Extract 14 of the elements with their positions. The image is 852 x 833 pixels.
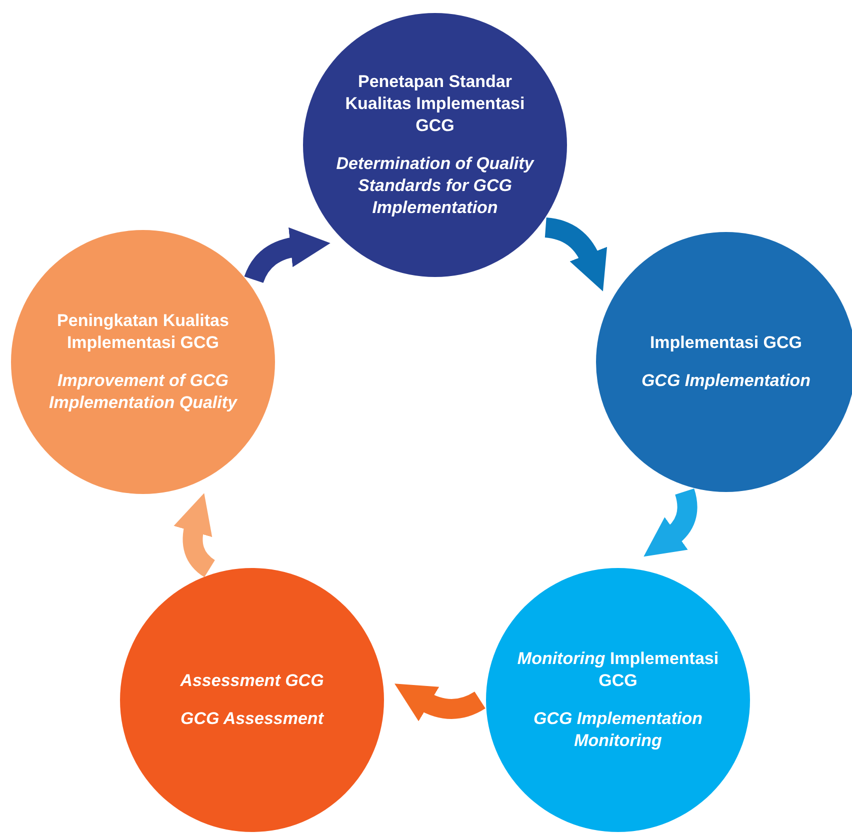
stage-title: Monitoring Implementasi GCG (516, 648, 720, 692)
stage-translation: Improvement of GCG Implementation Quality (48, 370, 238, 414)
arrow (644, 488, 698, 558)
stage-translation: Determination of Quality Standards for GCG Implementation (335, 153, 536, 219)
stage-title: Peningkatan Kualitas Implementasi GCG (56, 310, 230, 354)
arrow (394, 684, 486, 722)
arrow (174, 492, 216, 577)
arrow (244, 228, 330, 284)
stage-title: Assessment GCG (180, 670, 324, 692)
stage-title: Implementasi GCG (650, 332, 802, 354)
stage-title: Penetapan Standar Kualitas Implementasi GCG (344, 71, 526, 137)
stage-translation: GCG Implementation Monitoring (532, 708, 704, 752)
stage-translation: GCG Assessment (180, 708, 324, 730)
stage-translation: GCG Implementation (641, 370, 811, 392)
